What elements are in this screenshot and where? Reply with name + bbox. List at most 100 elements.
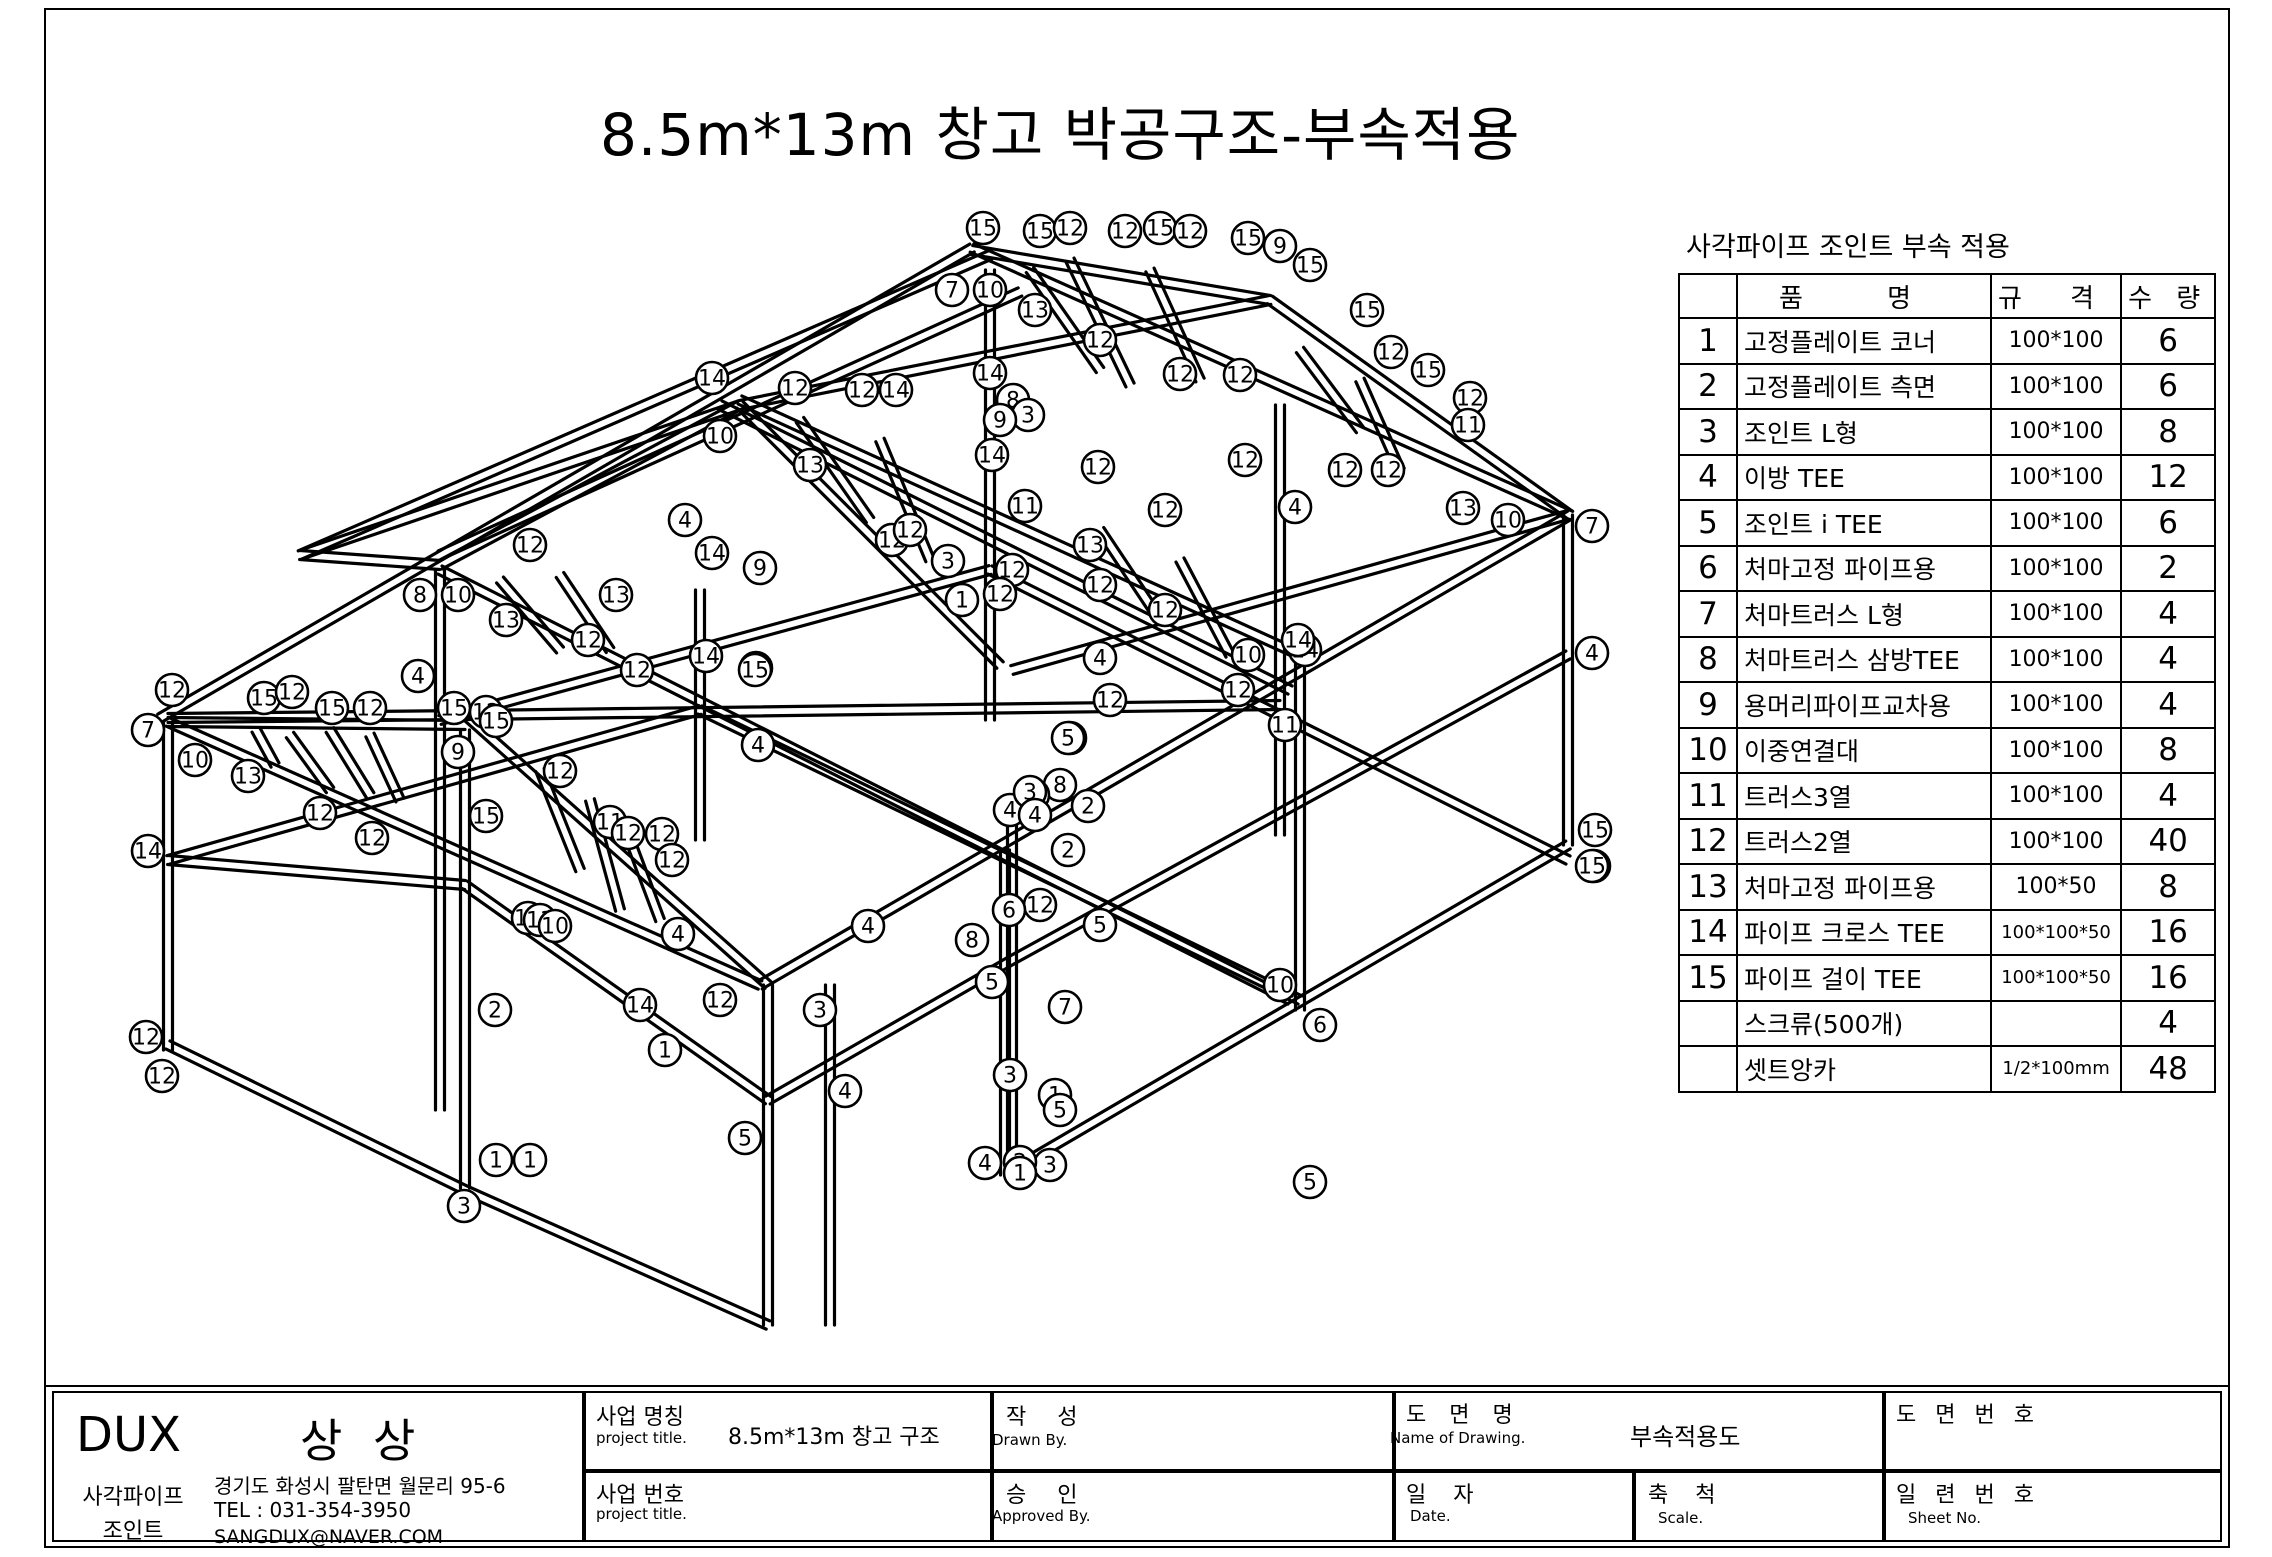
callout-number: 12 [781, 377, 809, 402]
callout-number: 12 [358, 827, 386, 852]
part-callout: 15 [436, 690, 472, 726]
parts-no-cell: 9 [1678, 681, 1738, 729]
callout-circle [737, 652, 773, 688]
parts-qty-cell: 6 [2120, 499, 2217, 547]
pipe-edge [440, 407, 744, 571]
callout-circle [1292, 1164, 1328, 1200]
part-callout: 14 [688, 638, 724, 674]
header-no [1678, 273, 1738, 319]
brand-name: 상 상 [300, 1414, 424, 1468]
part-callout: 1 [512, 1142, 548, 1178]
parts-spec-cell: 100*100 [1989, 817, 2123, 865]
parts-no-cell: 6 [1678, 544, 1738, 592]
callout-circle [850, 908, 886, 944]
part-callout: 10 [1230, 637, 1266, 673]
callout-number: 12 [306, 802, 334, 827]
pipe-edge [737, 293, 1271, 403]
callout-circle [702, 982, 738, 1018]
callout-number: 4 [1288, 496, 1302, 521]
callout-circle [1445, 490, 1481, 526]
parts-name-cell: 파이프 걸이 TEE [1736, 954, 1992, 1002]
callout-circle [974, 964, 1010, 1000]
pipe-edge [166, 724, 467, 732]
part-callout: 15 [1230, 220, 1266, 256]
callout-circle [982, 576, 1018, 612]
pipe-edge [1174, 560, 1228, 659]
pipe-edge [461, 1192, 768, 1331]
callout-circle [314, 690, 350, 726]
pipe-edge [1301, 345, 1366, 429]
parts-qty-cell: 8 [2120, 863, 2217, 911]
callout-circle [1370, 452, 1406, 488]
callout-number: 9 [753, 557, 767, 582]
callout-circle [130, 833, 166, 869]
callout-number: 3 [1043, 1154, 1057, 1179]
part-callout: 12 [1147, 492, 1183, 528]
pipe-edge [768, 962, 1016, 1106]
pipe-edge [298, 557, 442, 572]
part-callout: 6 [991, 892, 1027, 928]
part-callout: 12 [274, 674, 310, 710]
part-callout: 12 [302, 795, 338, 831]
callout-circle [1222, 357, 1258, 393]
callout-circle [477, 992, 513, 1028]
title-block: DUX 상 상 사각파이프 조인트 경기도 화성시 팔탄면 월문리 95-6 T… [44, 1385, 2230, 1548]
part-callout: 12 [1092, 682, 1128, 718]
parts-no-cell: 11 [1678, 772, 1738, 820]
part-callout: 4 [667, 502, 703, 538]
part-callout: 13 [792, 447, 828, 483]
parts-qty-cell: 6 [2120, 317, 2217, 365]
callout-number: 12 [1166, 363, 1194, 388]
part-callout: 13 [230, 758, 266, 794]
callout-number: 11 [1011, 495, 1039, 520]
part-callout: 2 [1050, 832, 1086, 868]
product-line: 사각파이프 조인트 [82, 1485, 184, 1544]
pipe-edge [756, 509, 1570, 983]
part-callout: 3 [992, 1057, 1028, 1093]
callout-circle [537, 908, 573, 944]
callout-circle [1277, 489, 1313, 525]
parts-spec-cell: 100*100 [1989, 544, 2123, 592]
pipe-edge [165, 704, 701, 858]
sheet-no-label-en: Sheet No. [1908, 1509, 1982, 1527]
part-callout: 4 [1082, 640, 1118, 676]
callout-number: 1 [523, 1149, 537, 1174]
callout-circle [440, 577, 476, 613]
callout-circle [974, 437, 1010, 473]
callout-circle [1147, 492, 1183, 528]
callout-number: 12 [706, 989, 734, 1014]
pipe-edge [494, 581, 559, 655]
callout-number: 2 [1061, 839, 1075, 864]
part-callout: 15 [1410, 352, 1446, 388]
callout-circle [967, 1145, 1003, 1181]
parts-spec-cell: 100*100 [1989, 408, 2123, 456]
part-callout: 4 [1574, 635, 1610, 671]
part-callout: 4 [400, 658, 436, 694]
callout-circle [777, 370, 813, 406]
callout-number: 15 [472, 805, 500, 830]
callout-circle [991, 892, 1027, 928]
callout-circle [1220, 672, 1256, 708]
part-callout: 12 [619, 652, 655, 688]
pipe-edge [284, 736, 328, 795]
pipe-edge [764, 954, 1012, 1098]
callout-number: 5 [738, 1127, 752, 1152]
callout-circle [792, 447, 828, 483]
callout-circle [130, 712, 166, 748]
part-callout: 12 [1107, 213, 1143, 249]
part-callout: 1 [647, 1032, 683, 1068]
callout-number: 4 [978, 1152, 992, 1177]
callout-number: 5 [1061, 727, 1075, 752]
part-callout: 4 [1277, 489, 1313, 525]
callout-number: 10 [444, 584, 472, 609]
part-callout: 11 [1267, 707, 1303, 743]
callout-circle [1280, 622, 1316, 658]
callout-circle [827, 1073, 863, 1109]
pipe-edge [436, 286, 1020, 553]
part-callout: 12 [1080, 449, 1116, 485]
callout-circle [468, 798, 504, 834]
part-callout: 9 [1262, 228, 1298, 264]
